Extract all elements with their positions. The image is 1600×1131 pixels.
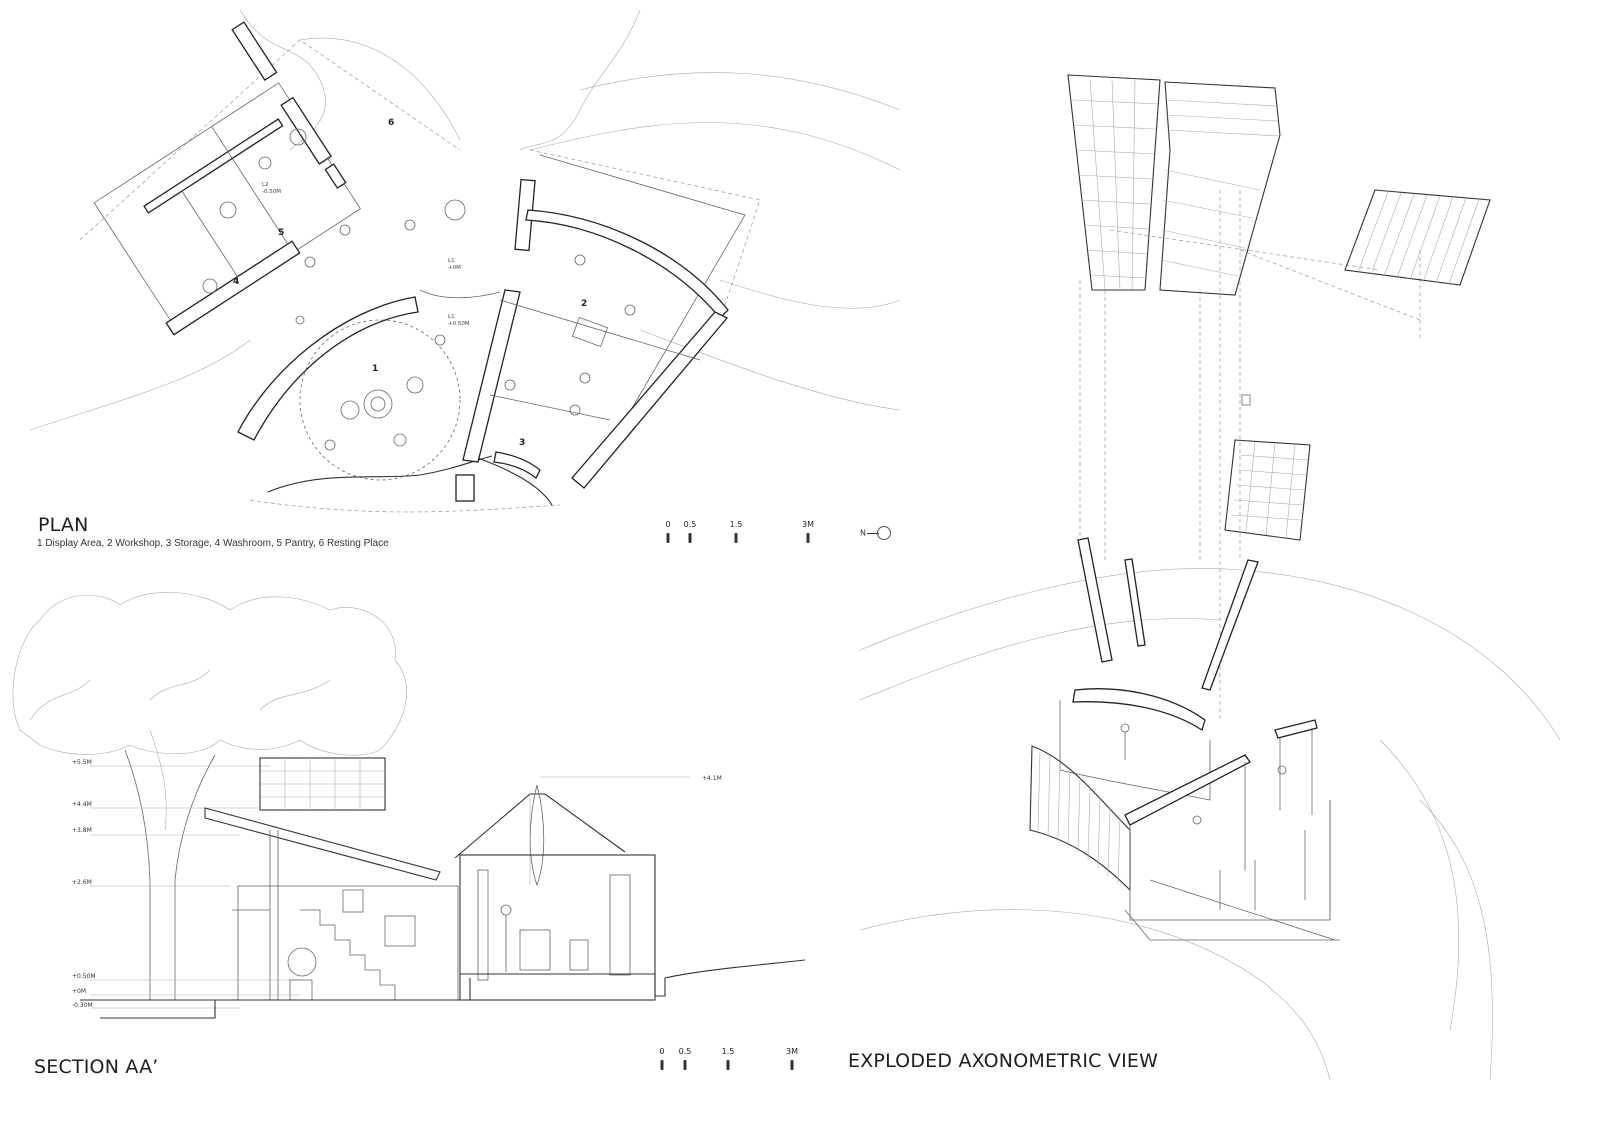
axonometric-drawing [859,74,1561,1081]
plan-drawing: 1 2 3 4 5 6 L2-0.50M L1+0.50M L1+0M [29,9,901,513]
section-title: SECTION AA’ [34,1056,159,1078]
section-drawing [12,591,806,1019]
north-arrow-icon [866,532,879,534]
section-scale-tick [790,1060,794,1070]
room-number-2: 2 [581,299,587,309]
section-scale-tick-label: 0.5 [678,1047,692,1056]
plan-legend: 1 Display Area, 2 Workshop, 3 Storage, 4… [37,538,389,549]
section-scale-bar: 0 0.5 1.5 3M [659,1047,822,1073]
room-number-6: 6 [388,118,394,128]
axonometric-title: EXPLODED AXONOMETRIC VIEW [848,1050,1159,1072]
plan-scale-tick-label: 1.5 [729,520,743,529]
north-arrow: N [860,526,891,540]
plan-title: PLAN [38,514,89,536]
plan-scale-tick [806,533,810,543]
plan-scale-tick-label: 0 [665,520,671,529]
section-level-label: +4.4M [72,801,92,808]
section-level-label: +0.50M [72,973,96,980]
section-top-level: +4.1M [702,775,722,782]
plan-scale-tick [734,533,738,543]
plan-scale-bar: 0 0.5 1.5 3M [665,520,828,546]
room-number-1: 1 [372,364,378,374]
room-number-5: 5 [278,228,284,238]
section-scale-tick [726,1060,730,1070]
section-level-label: +0M [72,988,87,995]
section-scale-tick [683,1060,687,1070]
plan-scale-tick-label: 0.5 [683,520,697,529]
plan-scale-tick-label: 3M [802,520,814,529]
level-mark-l2: L2-0.50M [262,182,281,195]
plan-scale-tick [666,533,670,543]
section-level-label: -0.30M [72,1002,93,1009]
north-label: N [860,528,866,538]
section-level-label: +3.8M [72,827,92,834]
section-scale-tick-label: 0 [659,1047,665,1056]
section-level-label: +5.5M [72,759,92,766]
level-mark-l1: L1+0M [448,258,461,271]
section-scale-tick [660,1060,664,1070]
plan-scale-tick [688,533,692,543]
section-scale-tick-label: 1.5 [721,1047,735,1056]
level-mark-l1-upper: L1+0.50M [448,314,470,327]
room-number-4: 4 [233,277,239,287]
section-scale-tick-label: 3M [786,1047,798,1056]
room-number-3: 3 [519,438,525,448]
section-level-label: +2.6M [72,879,92,886]
